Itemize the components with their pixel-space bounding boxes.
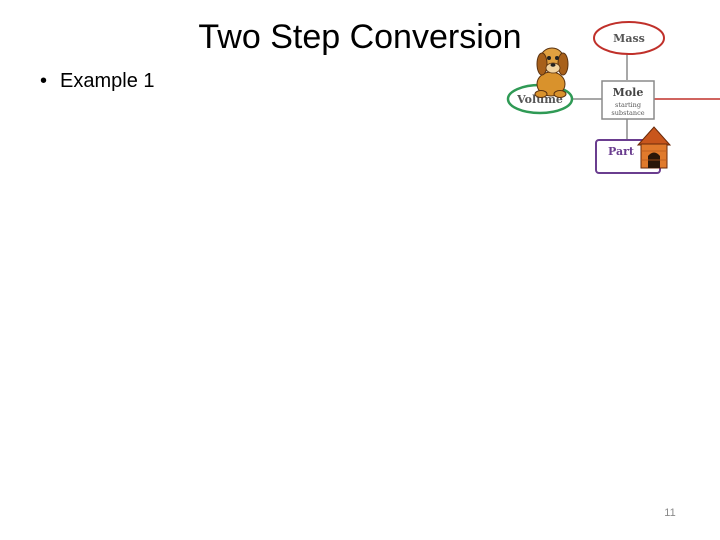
bullet-dot: • bbox=[40, 70, 48, 92]
doghouse-clipart-icon bbox=[636, 126, 672, 169]
mole-label: Mole bbox=[613, 86, 644, 99]
bullet-list: • Example 1 bbox=[40, 70, 155, 93]
dog-clipart-icon bbox=[534, 47, 569, 98]
slide-title: Two Step Conversion bbox=[198, 18, 522, 56]
mole-node bbox=[601, 80, 655, 120]
page-number: 11 bbox=[664, 507, 676, 519]
conversion-diagram: Mass Mole starting substance Volume Part bbox=[506, 21, 720, 174]
bullet-text: Example 1 bbox=[60, 70, 155, 92]
mole-sublabel-2: substance bbox=[611, 109, 644, 117]
mass-node bbox=[593, 21, 665, 55]
mole-sublabel-1: starting bbox=[615, 101, 641, 109]
mass-label: Mass bbox=[613, 32, 645, 45]
particles-label: Part bbox=[608, 145, 635, 158]
bullet-item: • Example 1 bbox=[40, 70, 155, 93]
